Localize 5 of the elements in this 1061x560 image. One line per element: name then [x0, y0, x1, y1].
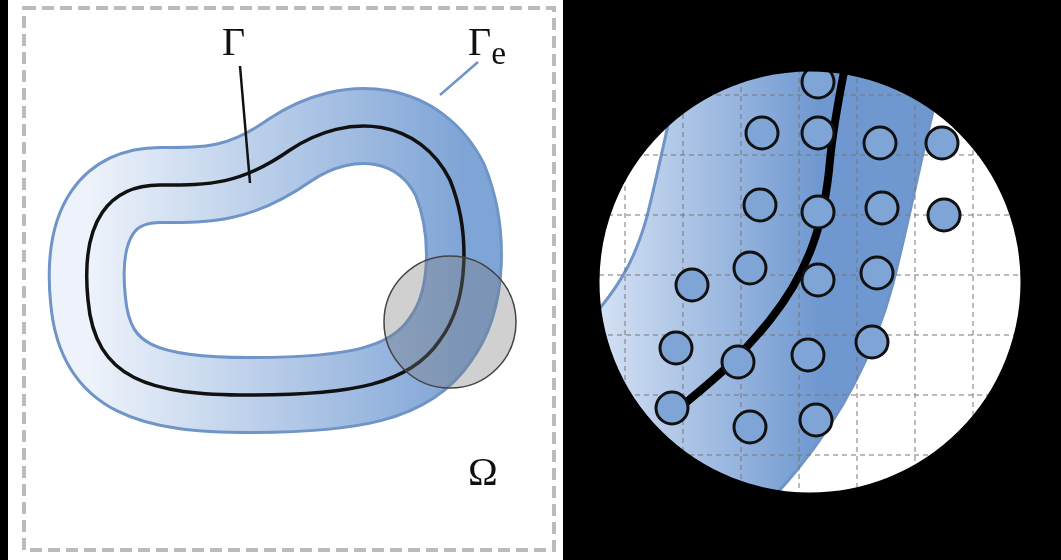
- boundary-symbol: Γ$_{e}$: [468, 22, 506, 70]
- leader-line: [238, 65, 252, 184]
- leader-line: [439, 61, 479, 96]
- domain-symbol: Ω: [468, 452, 498, 492]
- boundary-symbol: Γ: [222, 22, 246, 62]
